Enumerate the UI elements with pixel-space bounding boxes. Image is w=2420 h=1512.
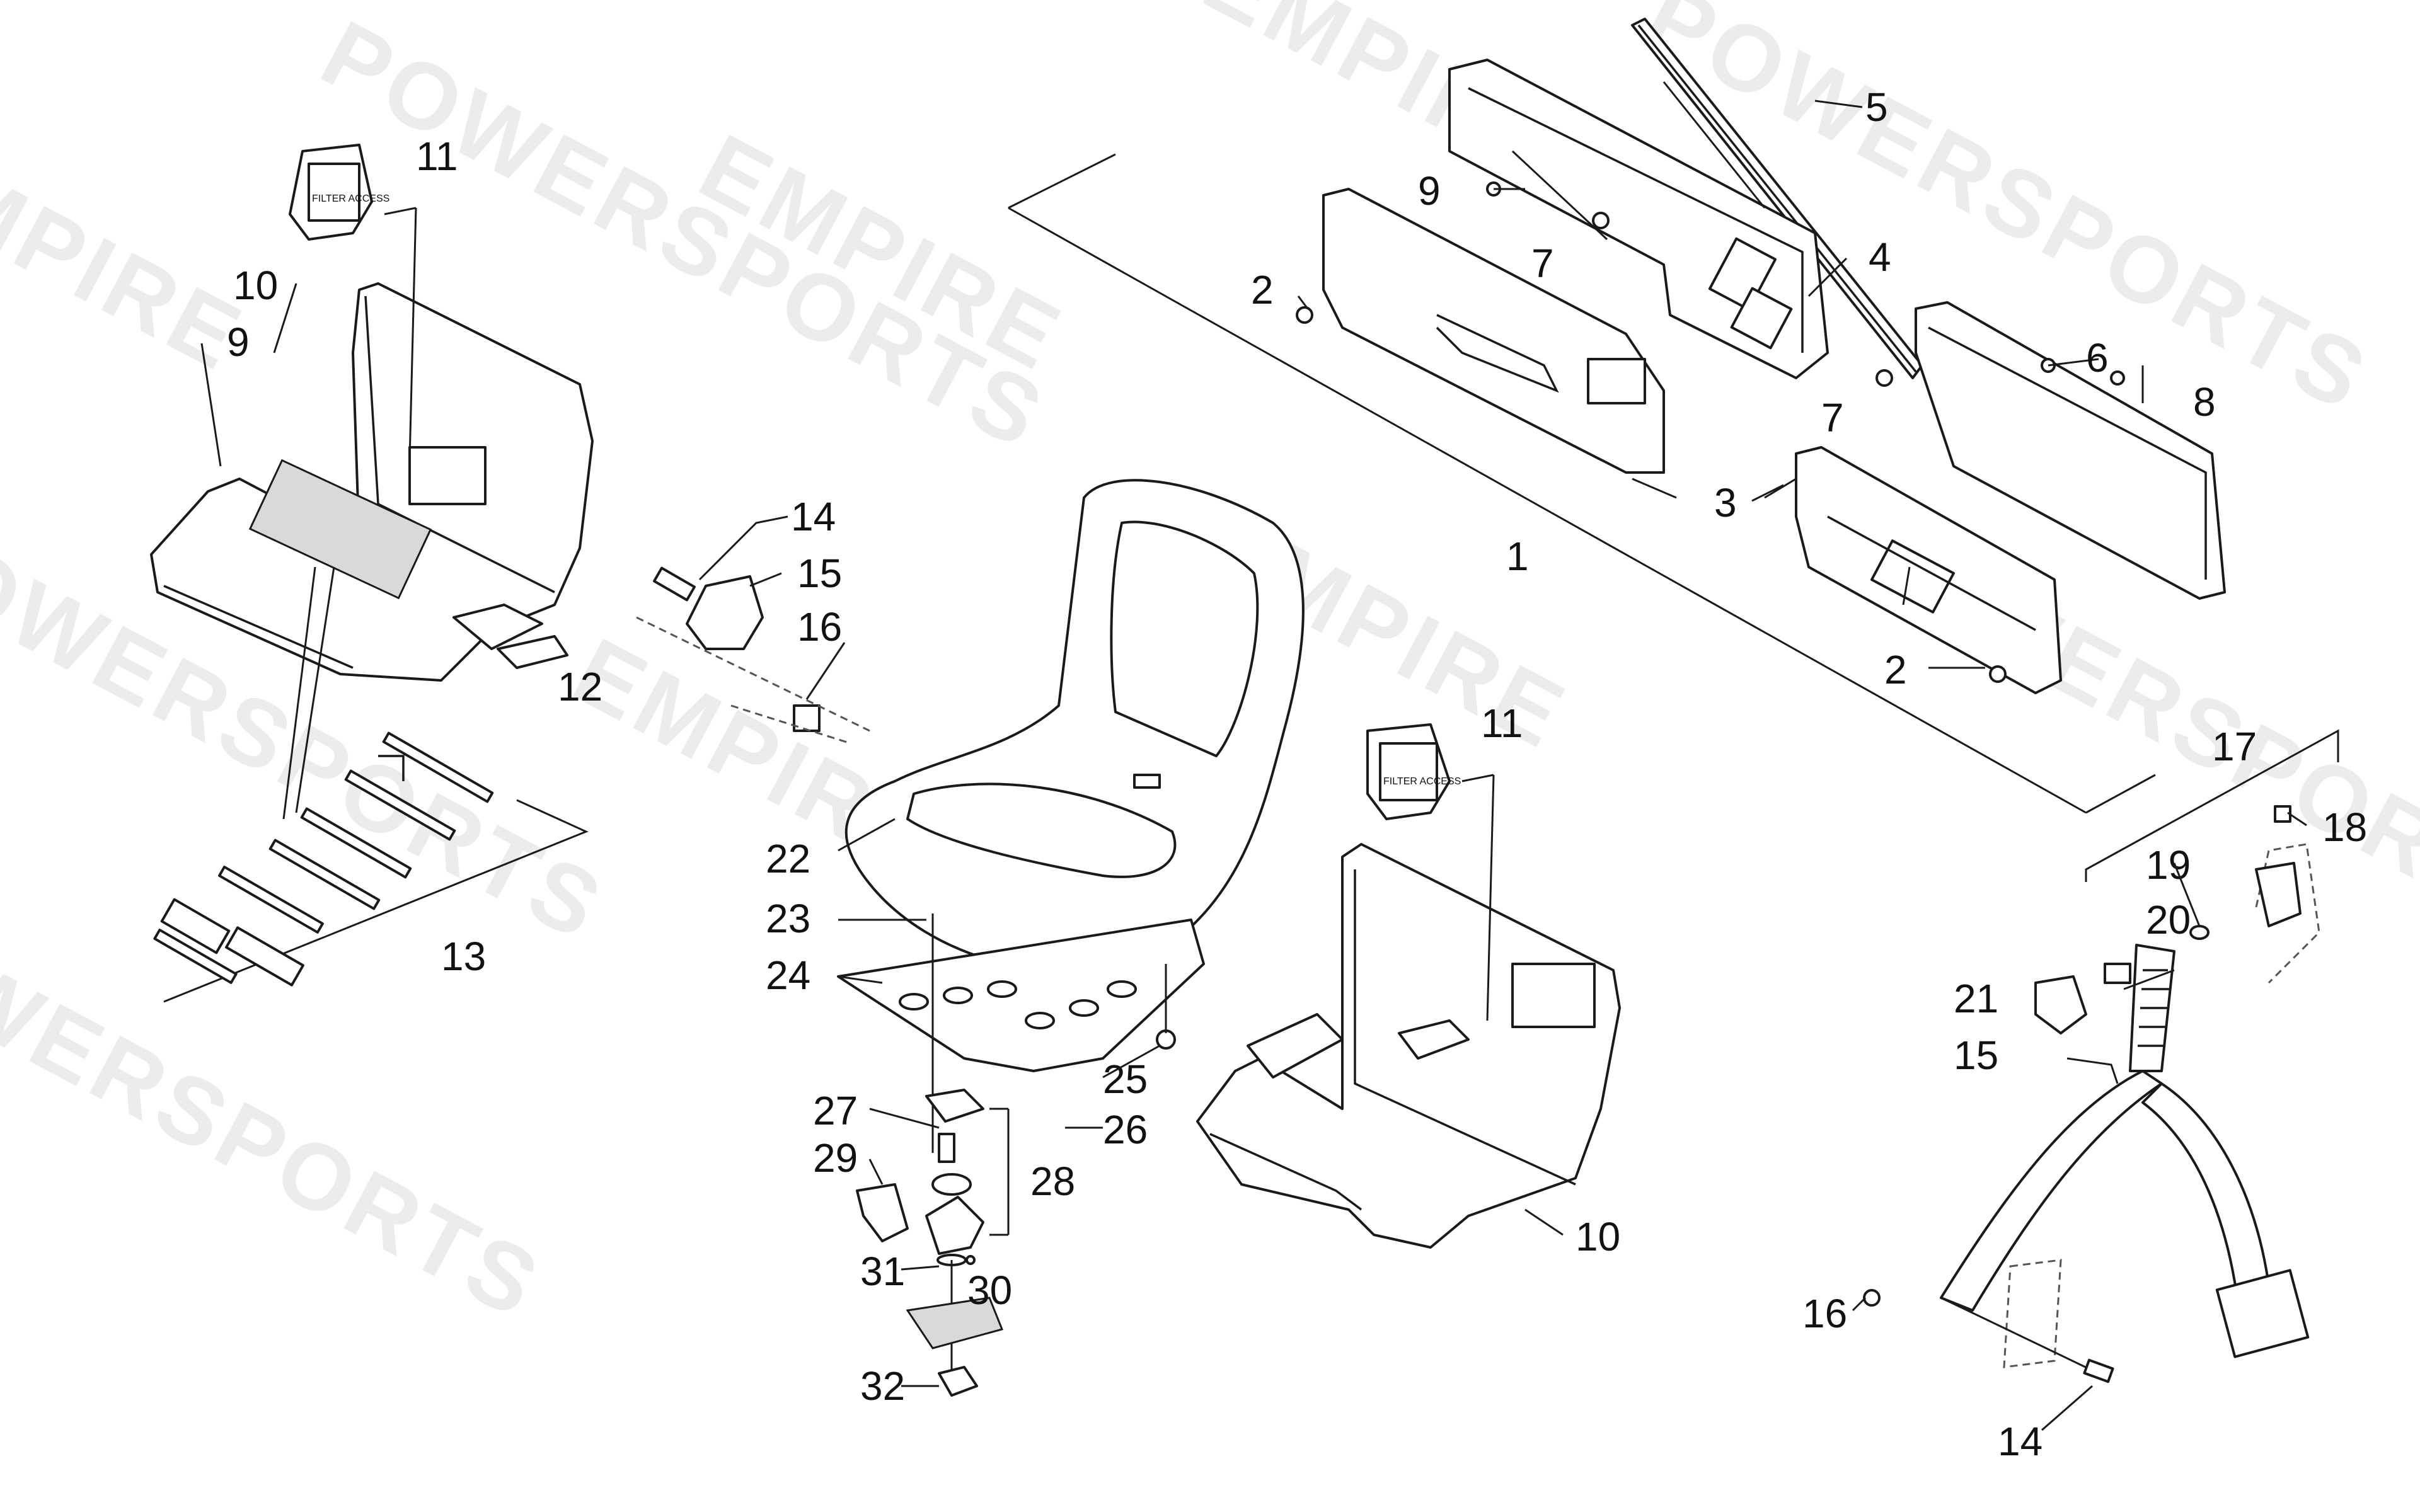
seat-base-left xyxy=(150,282,594,682)
callout-20: 20 xyxy=(2146,897,2191,942)
filter-access-cover-left: FILTER ACCESS xyxy=(289,144,417,461)
callout-10: 10 xyxy=(1576,1214,1620,1259)
callout-11: 11 xyxy=(416,134,458,179)
callout-5: 5 xyxy=(1865,84,1888,130)
callout-27: 27 xyxy=(813,1088,858,1133)
seat-cushion xyxy=(844,479,1305,973)
rear-panel-lower-left xyxy=(1322,188,1665,474)
tool-tray xyxy=(248,459,432,600)
seat-base-right xyxy=(1196,843,1621,1249)
callout-2: 2 xyxy=(1251,267,1274,312)
filter-label: FILTER ACCESS xyxy=(1383,776,1461,787)
callout-16: 16 xyxy=(797,604,842,650)
callout-16: 16 xyxy=(1802,1291,1847,1336)
callout-leaders xyxy=(200,100,2307,1431)
latch-bolt xyxy=(938,1133,955,1163)
rivet xyxy=(1296,306,1313,324)
callout-7: 7 xyxy=(1531,241,1554,286)
callout-12: 12 xyxy=(558,664,602,709)
callout-15: 15 xyxy=(1954,1033,1998,1078)
callout-22: 22 xyxy=(766,836,810,881)
callout-10: 10 xyxy=(233,263,278,308)
seat-pan xyxy=(837,914,1205,1153)
rear-panel-right xyxy=(1915,301,2226,600)
callout-15: 15 xyxy=(797,551,842,596)
callout-32: 32 xyxy=(860,1363,905,1409)
callout-4: 4 xyxy=(1869,234,1891,280)
callout-9: 9 xyxy=(227,319,250,365)
belt-buckle xyxy=(2215,1269,2310,1358)
retractor-cover xyxy=(2034,975,2087,1034)
clip xyxy=(497,635,568,669)
callout-19: 19 xyxy=(2146,842,2191,888)
filter-label: FILTER ACCESS xyxy=(312,193,389,204)
callout-29: 29 xyxy=(813,1135,858,1181)
callout-30: 30 xyxy=(967,1268,1012,1313)
callout-2: 2 xyxy=(1884,647,1907,692)
callout-21: 21 xyxy=(1954,976,1998,1021)
seatbelt-anchor-left xyxy=(636,515,870,745)
callout-14: 14 xyxy=(1998,1419,2043,1464)
rivet xyxy=(1989,665,2007,683)
callout-26: 26 xyxy=(1103,1107,1148,1152)
filter-access-cover-right: FILTER ACCESS xyxy=(1366,723,1495,1021)
callout-7: 7 xyxy=(1821,395,1844,440)
nut xyxy=(938,1366,978,1397)
filter-access-opening xyxy=(1511,963,1596,1028)
watermark-text: EMPIRE xyxy=(0,113,261,391)
callout-6: 6 xyxy=(2086,335,2109,381)
callout-8: 8 xyxy=(2193,379,2216,425)
callout-31: 31 xyxy=(860,1249,905,1294)
callout-11: 11 xyxy=(1481,701,1523,746)
callout-17: 17 xyxy=(2212,724,2257,769)
seat-latch xyxy=(856,1089,1010,1397)
seat-belt-strap xyxy=(1940,1070,2163,1312)
seatbelt-assembly xyxy=(1863,729,2339,1383)
tool-kit xyxy=(153,566,589,1003)
callout-23: 23 xyxy=(766,896,810,941)
callout-labels: 1 2 2 3 4 5 6 7 7 8 9 9 10 10 11 11 12 1… xyxy=(227,84,2367,1464)
callout-28: 28 xyxy=(1030,1159,1075,1204)
callout-9: 9 xyxy=(1418,168,1441,214)
filter-access-opening xyxy=(408,446,487,505)
callout-24: 24 xyxy=(766,953,810,998)
callout-1: 1 xyxy=(1506,534,1529,579)
callout-14: 14 xyxy=(791,494,836,539)
callout-18: 18 xyxy=(2322,805,2367,850)
callout-25: 25 xyxy=(1103,1057,1148,1102)
callout-13: 13 xyxy=(441,934,486,979)
callout-3: 3 xyxy=(1714,480,1737,525)
